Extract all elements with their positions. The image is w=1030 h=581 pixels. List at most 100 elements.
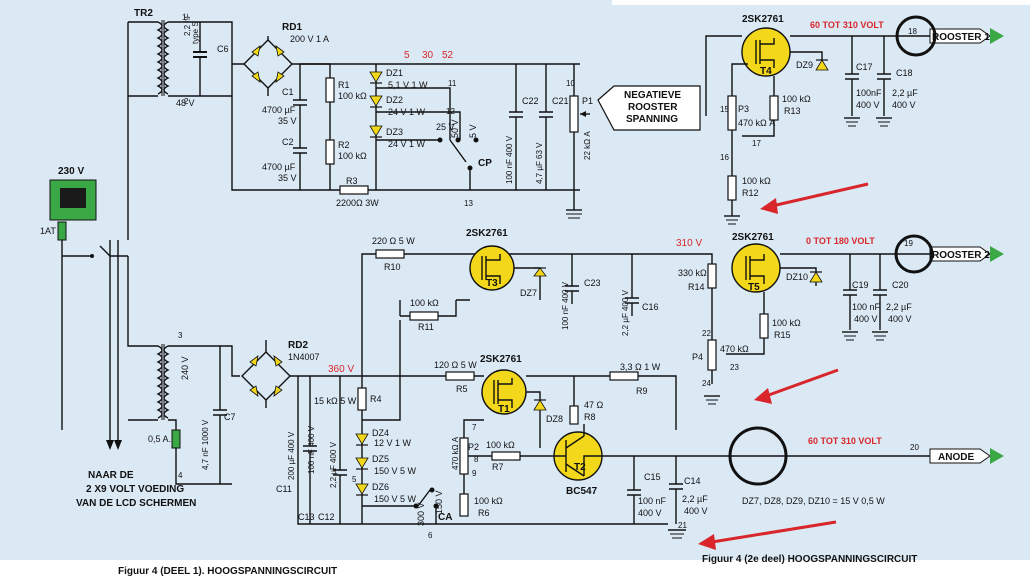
zener-wiring [362, 300, 437, 524]
resistor-r5 [445, 371, 475, 381]
cp-5v: 5 V [468, 124, 478, 138]
c13-value: 200 µF 400 V [287, 431, 296, 480]
pin-19: 19 [904, 239, 913, 248]
c17-voltage: 400 V [856, 100, 880, 110]
tap-52: 52 [442, 50, 454, 61]
tap-30: 30 [422, 50, 434, 61]
c13-label: C13 [298, 512, 315, 522]
node-9: 9 [472, 469, 477, 478]
potmeter-p3 [727, 95, 737, 131]
rd1-rating: 200 V 1 A [290, 34, 329, 44]
neg-label-2: ROOSTER [628, 102, 678, 113]
rooster2-range: 0 TOT 180 VOLT [806, 236, 875, 246]
capacitor-c19 [843, 254, 857, 330]
node-17: 17 [752, 139, 761, 148]
tr2-label: TR2 [134, 8, 153, 19]
t5-label: T5 [748, 282, 760, 293]
c1-voltage: 35 V [278, 116, 297, 126]
red-arrow-2 [754, 368, 839, 404]
zener-dz3 [369, 125, 383, 138]
ground-c20 [872, 331, 888, 341]
resistor-r3 [339, 185, 369, 195]
node-12: 12 [446, 107, 455, 116]
t4-type: 2SK2761 [742, 14, 784, 25]
potmeter-p1 [569, 95, 579, 133]
capacitor-c1: C1 4700 µF 35 V [262, 64, 307, 128]
r11-value: 100 kΩ [410, 298, 439, 308]
r7-value: 100 kΩ [486, 440, 515, 450]
p4-label: P4 [692, 352, 703, 362]
anode-label: ANODE [938, 452, 974, 463]
capacitor-c6: C6 2,2 nF type S [183, 13, 229, 96]
node-13: 13 [464, 199, 473, 208]
r10-value: 220 Ω 5 W [372, 236, 415, 246]
c14-value: 2,2 µF [682, 494, 708, 504]
node-11: 11 [448, 79, 457, 88]
mosfet-t5: 2SK2761 T5 [731, 232, 781, 293]
r9-label: R9 [636, 386, 648, 396]
capacitor-c12 [333, 376, 347, 524]
mosfet-t3: 2SK2761 T3 [466, 228, 515, 291]
tr3-pin3: 3 [178, 331, 183, 340]
ca-150: 150 V [434, 490, 444, 514]
capacitor-c17 [845, 36, 859, 116]
red-arrow-3 [698, 520, 837, 550]
resistor-r12 [727, 175, 737, 201]
zener-dz7 [533, 267, 547, 277]
zener-note: DZ7, DZ8, DZ9, DZ10 = 15 V 0,5 W [742, 496, 885, 506]
r10-label: R10 [384, 262, 401, 272]
capacitor-c18 [877, 36, 891, 116]
zener-dz10 [809, 271, 823, 283]
c19-value: 100 nF [852, 302, 881, 312]
t1-type: 2SK2761 [480, 354, 522, 365]
rd2-label: RD2 [288, 340, 308, 351]
cp-25v: 25 V [436, 122, 455, 132]
ca-label: CA [438, 512, 452, 523]
p2-wires [463, 419, 540, 494]
fuse-sec-label: 0,5 A. [148, 434, 171, 444]
fuse-label: 1AT [40, 226, 56, 236]
t5-type: 2SK2761 [732, 232, 774, 243]
c20-label: C20 [892, 280, 909, 290]
neg-label-1: NEGATIEVE [624, 90, 681, 101]
c17-label: C17 [856, 62, 873, 72]
c18-label: C18 [896, 68, 913, 78]
mains-voltage: 230 V [58, 166, 84, 177]
rooster2-output[interactable]: ROOSTER 2 [929, 246, 1004, 262]
t3-label: T3 [486, 278, 498, 289]
rooster1-output[interactable]: ROOSTER 1 [929, 28, 1004, 44]
fuse-1at [57, 221, 67, 241]
anode-output[interactable]: ANODE [929, 448, 1004, 464]
r1-value: 100 kΩ [338, 91, 367, 101]
dz1-value: 5,1 V 1 W [388, 80, 428, 90]
tr2-secondary-label: 48 V [176, 98, 195, 108]
c12-label: C12 [318, 512, 335, 522]
ground-t4 [724, 215, 740, 225]
t3-type: 2SK2761 [466, 228, 508, 239]
c15-value: 100 nF [638, 496, 667, 506]
rd1-label: RD1 [282, 22, 302, 33]
p1-label: P1 [582, 96, 593, 106]
pin-18: 18 [908, 27, 917, 36]
capacitor-c23 [565, 254, 579, 304]
rd2-type: 1N4007 [288, 352, 320, 362]
voltage-360: 360 V [328, 364, 354, 375]
rooster1-range: 60 TOT 310 VOLT [810, 20, 884, 30]
c2-value: 4700 µF [262, 162, 296, 172]
t4-t5-wires [700, 35, 940, 366]
node-10: 10 [566, 79, 575, 88]
transformer-tr2: TR2 48 V 1 2 [134, 8, 195, 108]
c23-label: C23 [584, 278, 601, 288]
r5-value: 120 Ω 5 W [434, 360, 477, 370]
dz5-value: 150 V 5 W [374, 466, 417, 476]
resistor-r6 [459, 493, 469, 517]
r7-label: R7 [492, 462, 504, 472]
r13-value: 100 kΩ [782, 94, 811, 104]
resistor-r7 [491, 451, 521, 461]
cp-selector-wires [376, 87, 471, 190]
node-6: 6 [428, 531, 433, 540]
c14-label: C14 [684, 476, 701, 486]
capacitor-c15 [627, 456, 641, 524]
c6-label: C6 [217, 44, 229, 54]
c18-value: 2,2 µF [892, 88, 918, 98]
